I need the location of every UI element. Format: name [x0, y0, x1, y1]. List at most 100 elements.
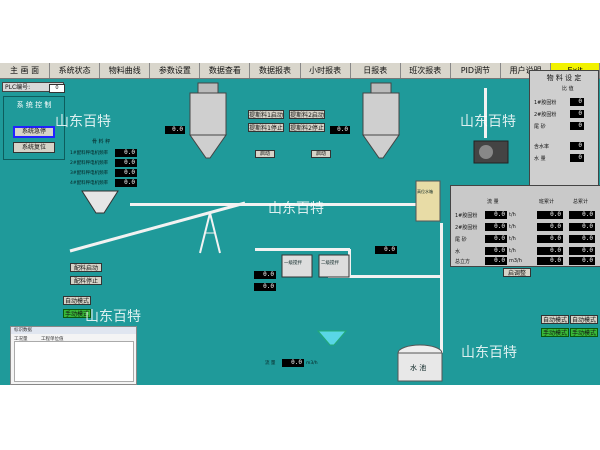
flow-row-2-name: 2#胶固粉	[455, 225, 478, 231]
flow-readout-value: 0.0	[282, 359, 304, 367]
menu-data-report[interactable]: 数据报表	[250, 63, 301, 78]
flow-shift-1: 0.0	[537, 211, 563, 219]
right-manual-mode-button[interactable]: 手动模式	[541, 328, 569, 337]
material-row-5-value[interactable]: 0	[570, 154, 584, 162]
emergency-stop-button[interactable]: 系统急停	[13, 126, 55, 138]
flow-row-1-name: 1#胶固粉	[455, 213, 478, 219]
batching-stop-button[interactable]: 配料停止	[70, 276, 102, 285]
right-manual-mode-button-2[interactable]: 手动模式	[570, 328, 598, 337]
manual-mode-button[interactable]: 手动模式	[63, 309, 91, 318]
menu-pid[interactable]: PID调节	[451, 63, 501, 78]
data-dialog[interactable]: 标识数据 工况量 工程单位值	[10, 326, 137, 385]
plc-label: PLC编号:	[5, 84, 31, 91]
system-control-panel: 系 统 控 制 系统急停 系统复位	[3, 96, 65, 160]
primary-mixer	[281, 254, 313, 278]
menu-data-view[interactable]: 数据查看	[200, 63, 251, 78]
scale-row-4-value: 0.0	[115, 179, 137, 187]
silo-left-stop-button[interactable]: 提斯料1停止	[248, 123, 284, 132]
scale-row-3-value: 0.0	[115, 169, 137, 177]
scale-row-4-label: 4#配料秤电机频率	[70, 181, 109, 186]
right-auto-mode-button-2[interactable]: 自动模式	[570, 315, 598, 324]
menu-hourly-report[interactable]: 小时报表	[301, 63, 351, 78]
flow-row-3-name: 尾 砂	[455, 237, 467, 243]
motor-fan	[479, 145, 493, 159]
watermark-1: 山东百特	[55, 114, 111, 130]
material-row-4-value[interactable]: 0	[570, 142, 584, 150]
material-row-2-value[interactable]: 0	[570, 110, 584, 118]
material-row-4-label: 含水率	[534, 144, 550, 150]
silo-left-start-button[interactable]: 提斯料1启动	[248, 110, 284, 119]
flow-total-3: 0.0	[569, 235, 595, 243]
flow-row-2-value: 0.0	[485, 223, 507, 231]
conveyor-belt	[69, 201, 246, 253]
flow-total-1: 0.0	[569, 211, 595, 219]
flow-row-1-unit: t/h	[509, 212, 516, 218]
secondary-mixer-label: 二级搅拌	[321, 261, 339, 266]
material-row-2-label: 2#胶固粉	[534, 112, 557, 118]
material-row-1-label: 1#胶固粉	[534, 100, 557, 106]
aggregate-hopper	[81, 190, 119, 214]
system-reset-button[interactable]: 系统复位	[13, 142, 55, 153]
left-silo-top	[197, 82, 219, 94]
menu-main[interactable]: 主 画 面	[0, 63, 51, 78]
flow-col-flow: 流 量	[487, 199, 499, 205]
pipe-right-vertical	[440, 223, 443, 353]
scale-row-3-label: 3#配料秤电机频率	[70, 171, 109, 176]
material-row-3-value[interactable]: 0	[570, 122, 584, 130]
watermark-2: 山东百特	[460, 114, 516, 130]
pid-adjust-button[interactable]: 启调整	[503, 268, 531, 277]
silo-right-start-button[interactable]: 提斯料2启动	[289, 110, 325, 119]
scale-row-2-value: 0.0	[115, 159, 137, 167]
dialog-col-1: 工况量	[14, 337, 28, 342]
flow-total-2: 0.0	[569, 223, 595, 231]
menu-system-status[interactable]: 系统状态	[50, 63, 101, 78]
watermark-4: 山东百特	[85, 309, 141, 325]
flow-shift-4: 0.0	[537, 247, 563, 255]
process-diagram	[69, 82, 509, 382]
left-silo-cone	[189, 134, 227, 159]
menu-shift-report[interactable]: 班次报表	[401, 63, 451, 78]
high-water-tank	[415, 180, 441, 222]
dialog-list[interactable]	[14, 341, 134, 382]
material-settings-panel: 物 料 设 定 比 值 1#胶固粉 0 2#胶固粉 0 尾 砂 0 含水率 0 …	[529, 70, 599, 190]
left-silo-body	[189, 92, 227, 136]
plc-value[interactable]: 0	[49, 84, 65, 93]
material-row-1-value[interactable]: 0	[570, 98, 584, 106]
output-funnel	[316, 330, 348, 346]
flow-total-4: 0.0	[569, 247, 595, 255]
material-settings-title: 物 料 设 定	[546, 74, 582, 82]
material-row-3-label: 尾 砂	[534, 124, 546, 130]
aggregate-scale-title: 骨 料 秤	[92, 139, 111, 145]
auto-mode-button[interactable]: 自动模式	[63, 296, 91, 305]
water-flow-display: 0.0	[375, 246, 397, 254]
flow-row-5-value: 0.0	[485, 257, 507, 265]
right-auto-mode-button[interactable]: 自动模式	[541, 315, 569, 324]
watermark-3: 山东百特	[268, 201, 324, 217]
pipe-main	[130, 203, 430, 206]
flow-row-2-unit: t/h	[509, 224, 516, 230]
right-silo-top	[370, 82, 392, 94]
flow-shift-3: 0.0	[537, 235, 563, 243]
pipe-water	[400, 275, 442, 278]
flow-row-5-unit: m3/h	[509, 258, 522, 264]
menu-parameter-settings[interactable]: 参数设置	[150, 63, 201, 78]
watermark-5: 山东百特	[461, 345, 517, 361]
flow-row-4-name: 水	[455, 249, 461, 255]
silo-right-stop-button[interactable]: 提斯料2停止	[289, 123, 325, 132]
plc-number: PLC编号: 0	[2, 82, 65, 93]
scale-row-1-label: 1#配料秤电机频率	[70, 151, 109, 156]
flow-shift-5: 0.0	[537, 257, 563, 265]
batching-start-button[interactable]: 配料启动	[70, 263, 102, 272]
silo-left-run-button[interactable]: 启动	[255, 150, 275, 158]
flow-table: 流 量 班累计 总累计 1#胶固粉 0.0 t/h 2#胶固粉 0.0 t/h …	[450, 185, 600, 267]
flow-row-5-name: 总立方	[455, 259, 471, 265]
silo-right-value: 0.0	[330, 126, 350, 134]
secondary-mixer	[318, 254, 350, 278]
flow-readout-label: 流 量	[265, 361, 276, 366]
menu-material-curve[interactable]: 物料曲线	[100, 63, 151, 78]
menu-daily-report[interactable]: 日报表	[351, 63, 401, 78]
silo-right-run-button[interactable]: 启动	[311, 150, 331, 158]
primary-mixer-label: 一级搅拌	[284, 261, 302, 266]
water-pool-label: 水 池	[410, 364, 427, 372]
flow-col-shift: 班累计	[539, 199, 555, 205]
